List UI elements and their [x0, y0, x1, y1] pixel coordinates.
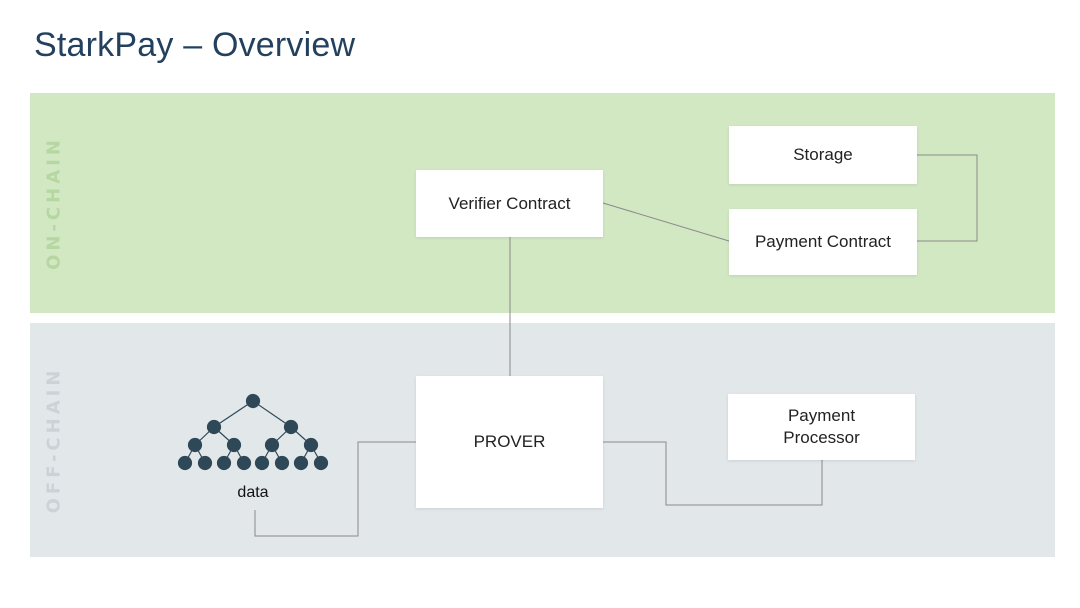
- storage-node: Storage: [729, 126, 917, 184]
- payment-contract-label: Payment Contract: [754, 232, 892, 251]
- data-label: data: [237, 484, 269, 501]
- data-to-prover-connector: [254, 441, 416, 537]
- binary-tree-icon: [177, 393, 329, 471]
- prover-label: PROVER: [473, 432, 546, 451]
- prover-to-payment-processor-connector: [603, 441, 823, 506]
- payment-processor-node: Payment Processor: [728, 394, 915, 460]
- payment-processor-label: Payment Processor: [783, 406, 860, 447]
- verifier-contract-node: Verifier Contract: [416, 170, 603, 237]
- prover-node: PROVER: [416, 376, 603, 508]
- storage-label: Storage: [793, 145, 853, 164]
- verifier-to-payment-contract-connector: [602, 202, 730, 242]
- payment-contract-node: Payment Contract: [729, 209, 917, 275]
- storage-to-payment-contract-connector: [917, 154, 978, 242]
- page-title: StarkPay – Overview: [34, 26, 356, 64]
- verifier-contract-label: Verifier Contract: [448, 193, 571, 213]
